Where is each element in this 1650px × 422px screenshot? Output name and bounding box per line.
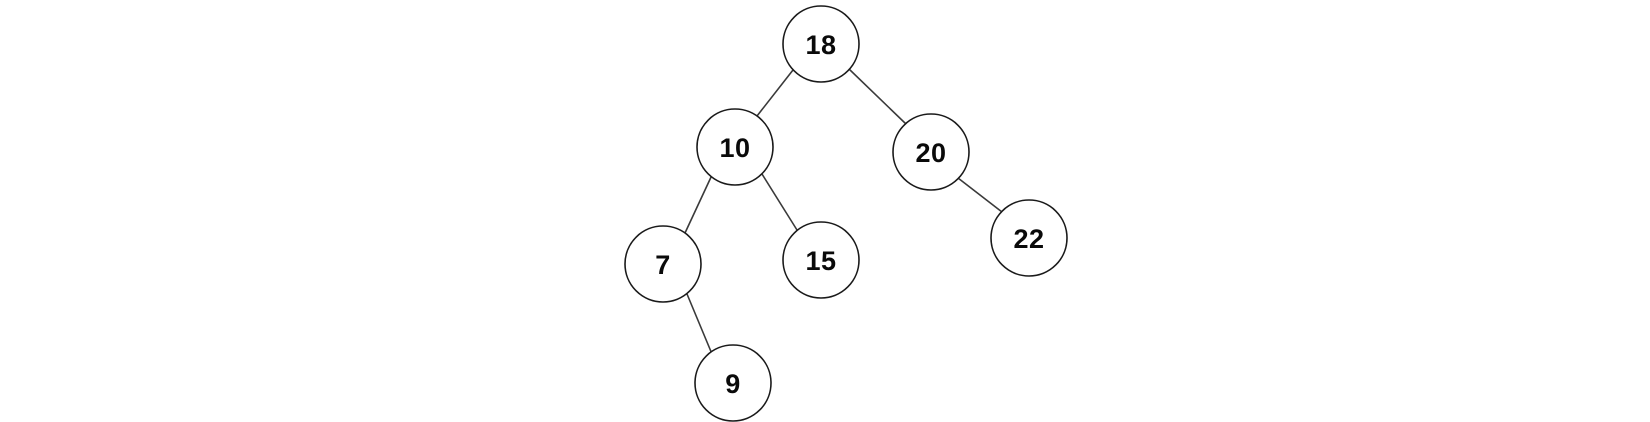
tree-node[interactable]: 7 [624, 225, 702, 303]
tree-node[interactable]: 20 [892, 113, 970, 191]
tree-edge [684, 174, 713, 234]
node-circle[interactable] [694, 344, 772, 422]
tree-node[interactable]: 9 [694, 344, 772, 422]
node-value-label: 22 [1013, 224, 1044, 254]
node-value-label: 7 [655, 250, 671, 280]
tree-nodes-group: 18 10 20 7 15 22 9 [624, 5, 1068, 422]
node-circle[interactable] [892, 113, 970, 191]
node-value-label: 18 [805, 30, 836, 60]
tree-node[interactable]: 15 [782, 221, 860, 299]
node-value-label: 9 [725, 369, 741, 399]
node-value-label: 20 [915, 138, 946, 168]
tree-node[interactable]: 18 [782, 5, 860, 83]
tree-node[interactable]: 22 [990, 199, 1068, 277]
node-value-label: 10 [719, 133, 750, 163]
tree-edges-group [684, 68, 1003, 355]
node-circle[interactable] [782, 5, 860, 83]
node-circle[interactable] [782, 221, 860, 299]
node-circle[interactable] [624, 225, 702, 303]
tree-edge [686, 293, 713, 355]
tree-edge [761, 173, 798, 231]
node-circle[interactable] [990, 199, 1068, 277]
tree-edge [957, 177, 1003, 213]
node-circle[interactable] [696, 108, 774, 186]
tree-edge [848, 68, 907, 125]
tree-node[interactable]: 10 [696, 108, 774, 186]
tree-edge [756, 69, 794, 117]
node-value-label: 15 [805, 246, 836, 276]
